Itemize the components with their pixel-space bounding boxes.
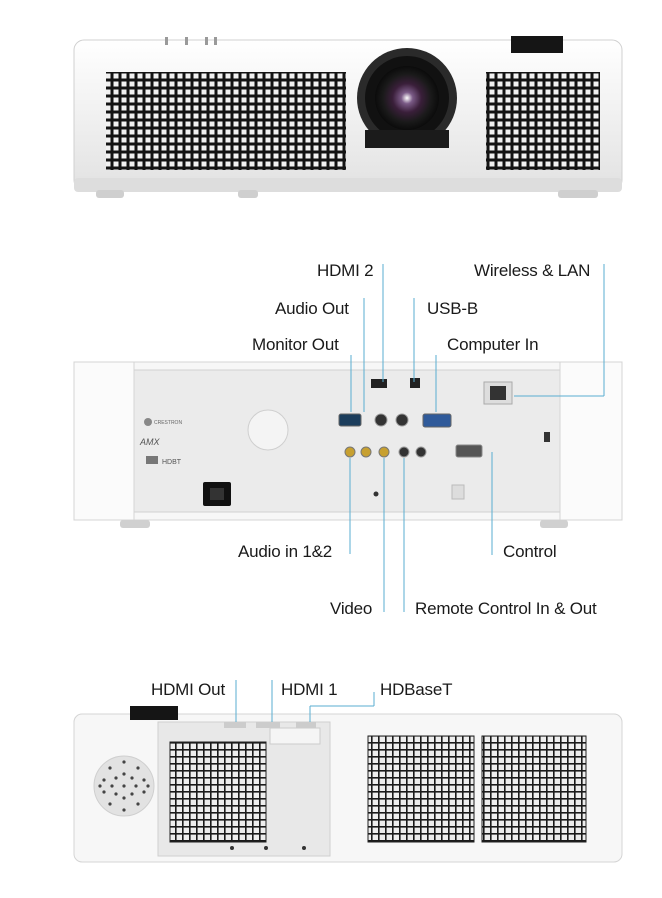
fan-vent-2 [367, 735, 475, 843]
fan-vent-3 [481, 735, 587, 843]
crestron-logo: CRESTRON [154, 420, 182, 426]
monitor-out-port [338, 413, 362, 427]
foot [558, 190, 598, 198]
side-leader-lines [235, 680, 375, 722]
side-view [73, 706, 623, 863]
audio-in-2-port [360, 446, 372, 458]
sensor-window [130, 706, 178, 720]
video-port [378, 446, 390, 458]
indicator-light [214, 37, 217, 45]
label-wireless-lan: Wireless & LAN [474, 261, 591, 280]
hdmi2-port [371, 379, 387, 388]
remote-out-port [415, 446, 427, 458]
audio-in-1-port [344, 446, 356, 458]
label-usb-b: USB-B [427, 299, 478, 318]
round-cover [247, 409, 289, 451]
indicator-light [205, 37, 208, 45]
fan-vent-1 [169, 741, 267, 843]
foot [96, 190, 124, 198]
front-view [73, 36, 623, 198]
rear-view: CRESTRON AMX HDBT [73, 361, 623, 528]
foot [238, 190, 258, 198]
lan-port [490, 386, 506, 400]
control-port [455, 444, 483, 458]
label-audio-out: Audio Out [275, 299, 349, 318]
hdbaset-logo: HDBT [162, 459, 182, 466]
front-vent-right [486, 72, 600, 170]
label-video: Video [330, 599, 373, 618]
lens-icon [375, 66, 439, 130]
rear-leader-lines [349, 264, 605, 612]
amx-logo: AMX [139, 437, 161, 447]
foot [540, 520, 568, 528]
remote-in-port [398, 446, 410, 458]
crestron-icon [144, 418, 152, 426]
usb-b-port [410, 378, 420, 388]
label-monitor-out: Monitor Out [252, 335, 339, 354]
computer-in-port [422, 413, 452, 428]
label-hdmi-out: HDMI Out [151, 680, 225, 699]
label-hdmi1: HDMI 1 [281, 680, 338, 699]
label-remote-control: Remote Control In & Out [415, 599, 597, 618]
front-vent-left [106, 72, 346, 170]
label-hdbaset: HDBaseT [380, 680, 453, 699]
label-control: Control [503, 542, 557, 561]
indicator-light [185, 37, 188, 45]
foot [120, 520, 150, 528]
audio-out-port [374, 413, 388, 427]
label-audio-in: Audio in 1&2 [238, 542, 333, 561]
sensor-window [511, 36, 563, 53]
audio-port [395, 413, 409, 427]
indicator-light [165, 37, 168, 45]
label-hdmi2: HDMI 2 [317, 261, 374, 280]
label-computer-in: Computer In [447, 335, 539, 354]
